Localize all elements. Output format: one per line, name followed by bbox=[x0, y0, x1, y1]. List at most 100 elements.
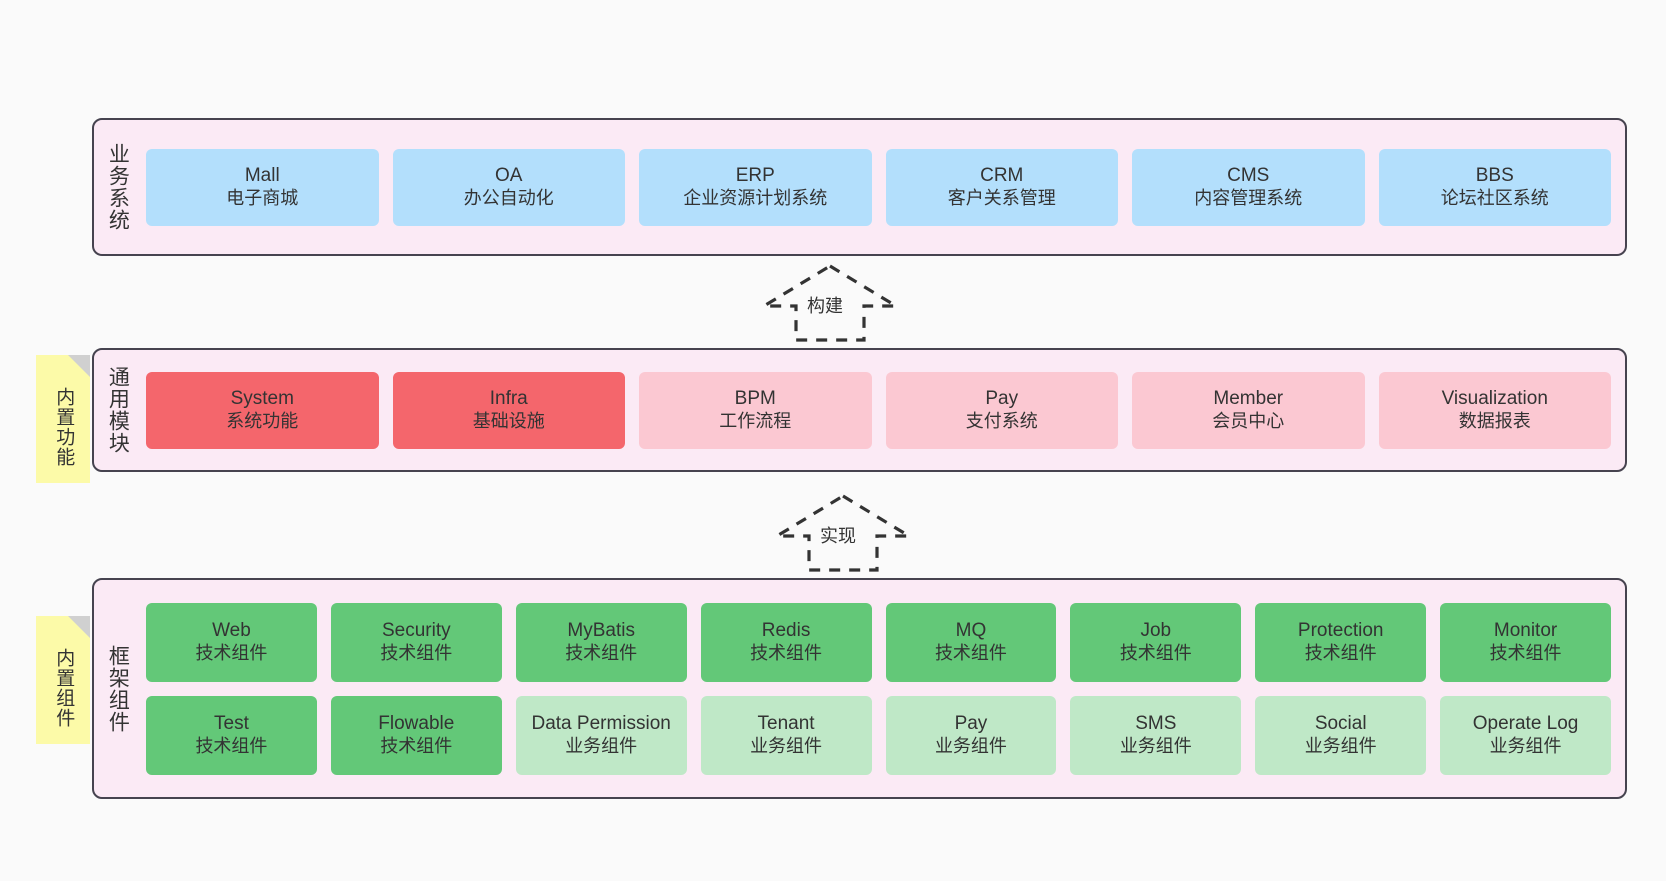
card-title-en: Operate Log bbox=[1472, 713, 1579, 735]
card-title-cn: 技术组件 bbox=[195, 642, 268, 663]
card-title-en: Mall bbox=[244, 165, 280, 187]
card-title-en: Job bbox=[1140, 620, 1172, 642]
arrow-implement-glyph bbox=[771, 494, 915, 572]
card-title-en: ERP bbox=[735, 165, 775, 187]
card-title-cn: 技术组件 bbox=[565, 642, 638, 663]
card-title-en: BBS bbox=[1475, 165, 1514, 187]
card-title-cn: 数据报表 bbox=[1458, 410, 1531, 431]
card-title-en: Flowable bbox=[378, 713, 455, 735]
arrow-implement: 实现 bbox=[771, 492, 915, 574]
card-title-cn: 业务组件 bbox=[750, 735, 823, 756]
card-title-en: Pay bbox=[985, 388, 1019, 410]
card-title-cn: 工作流程 bbox=[719, 410, 792, 431]
card-title-en: Member bbox=[1213, 388, 1284, 410]
note-builtin-component: 内置组件 bbox=[36, 616, 90, 744]
card-title-en: Tenant bbox=[757, 713, 815, 735]
note-fold-icon bbox=[68, 616, 90, 638]
card-title-cn: 论坛社区系统 bbox=[1440, 187, 1549, 208]
card-title-cn: 业务组件 bbox=[1304, 735, 1377, 756]
card-title-cn: 业务组件 bbox=[1489, 735, 1562, 756]
card-title-en: Web bbox=[212, 620, 251, 642]
card-title-cn: 业务组件 bbox=[565, 735, 638, 756]
note-builtin-component-label: 内置组件 bbox=[53, 648, 75, 728]
arrow-build-glyph bbox=[758, 264, 902, 342]
card-title-cn: 技术组件 bbox=[380, 642, 453, 663]
card-title-cn: 内容管理系统 bbox=[1194, 187, 1303, 208]
card-title-cn: 技术组件 bbox=[1119, 642, 1192, 663]
card-title-en: System bbox=[230, 388, 294, 410]
card-title-cn: 业务组件 bbox=[934, 735, 1007, 756]
card-title-en: Infra bbox=[489, 388, 528, 410]
card-title-en: SMS bbox=[1135, 713, 1177, 735]
arrow-build-label: 构建 bbox=[805, 292, 845, 318]
card-title-en: MyBatis bbox=[567, 620, 635, 642]
card-title-cn: 业务组件 bbox=[1119, 735, 1192, 756]
card-title-en: Security bbox=[381, 620, 451, 642]
layer-title-business: 业务系统 bbox=[106, 143, 130, 231]
note-builtin-function: 内置功能 bbox=[36, 355, 90, 483]
note-fold-icon bbox=[68, 355, 90, 377]
card-title-cn: 客户关系管理 bbox=[947, 187, 1056, 208]
card-title-en: CMS bbox=[1227, 165, 1270, 187]
layer-title-common: 通用模块 bbox=[106, 366, 130, 454]
card-title-en: Redis bbox=[761, 620, 811, 642]
card-title-en: CRM bbox=[980, 165, 1024, 187]
card-title-en: Test bbox=[214, 713, 249, 735]
card-title-cn: 电子商城 bbox=[226, 187, 299, 208]
arrow-implement-label: 实现 bbox=[818, 522, 858, 548]
card-title-en: Visualization bbox=[1441, 388, 1548, 410]
card-title-en: BPM bbox=[734, 388, 776, 410]
card-title-cn: 技术组件 bbox=[934, 642, 1007, 663]
card-title-cn: 技术组件 bbox=[750, 642, 823, 663]
card-title-cn: 支付系统 bbox=[965, 410, 1038, 431]
card-title-cn: 技术组件 bbox=[195, 735, 268, 756]
card-title-cn: 技术组件 bbox=[1489, 642, 1562, 663]
card-title-en: MQ bbox=[955, 620, 987, 642]
arrow-build: 构建 bbox=[758, 262, 902, 344]
card-title-cn: 企业资源计划系统 bbox=[683, 187, 828, 208]
card-title-cn: 技术组件 bbox=[1304, 642, 1377, 663]
note-builtin-function-label: 内置功能 bbox=[53, 387, 75, 467]
card-title-cn: 基础设施 bbox=[472, 410, 545, 431]
card-title-cn: 办公自动化 bbox=[463, 187, 554, 208]
card-title-en: Protection bbox=[1297, 620, 1384, 642]
card-title-en: OA bbox=[495, 165, 523, 187]
card-title-cn: 技术组件 bbox=[380, 735, 453, 756]
